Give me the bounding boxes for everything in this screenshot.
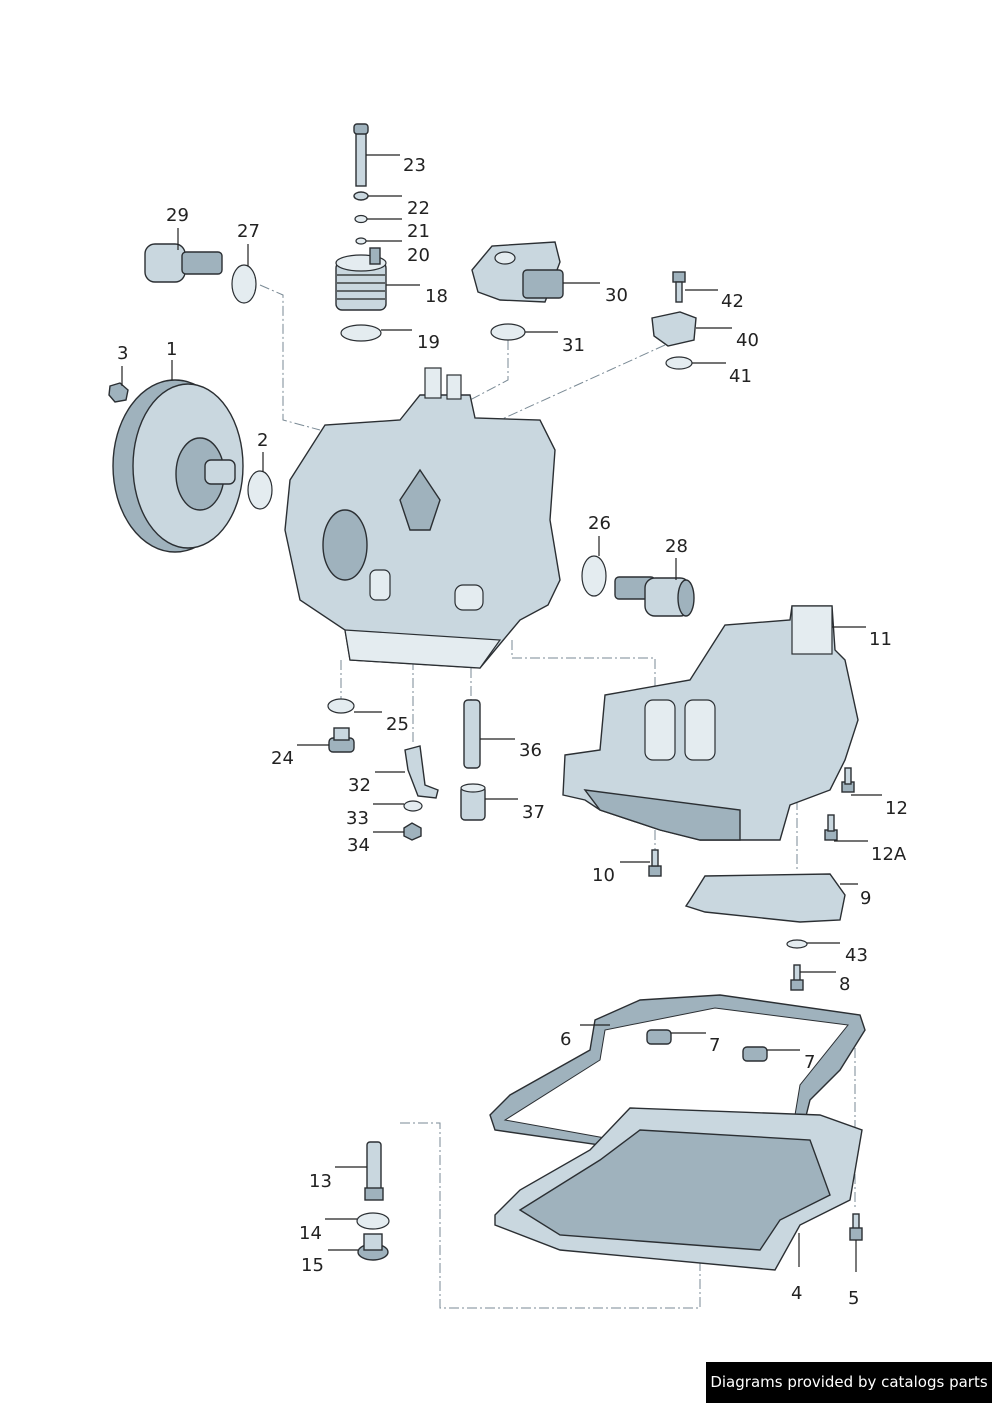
- callout-1: 1: [166, 339, 177, 360]
- callout-43: 43: [845, 945, 868, 966]
- part-11-mechatronic-unit[interactable]: [562, 605, 859, 841]
- callout-7-second: 7: [804, 1052, 815, 1073]
- part-7-magnet-2[interactable]: [742, 1046, 768, 1062]
- callout-6: 6: [560, 1029, 571, 1050]
- callout-2: 2: [257, 430, 268, 451]
- callout-10: 10: [592, 865, 615, 886]
- callout-33: 33: [346, 808, 369, 829]
- callout-26: 26: [588, 513, 611, 534]
- part-2-oil-seal[interactable]: [247, 470, 273, 510]
- callout-42: 42: [721, 291, 744, 312]
- part-18-oil-cooler[interactable]: [335, 247, 387, 311]
- part-19-seal[interactable]: [340, 324, 382, 342]
- callout-5: 5: [848, 1288, 859, 1309]
- callout-21: 21: [407, 221, 430, 242]
- callout-12: 12: [885, 798, 908, 819]
- part-22-washer[interactable]: [353, 191, 369, 201]
- part-12-bolt[interactable]: [841, 767, 855, 793]
- part-1-torque-converter[interactable]: [112, 379, 244, 553]
- part-42-bolt[interactable]: [672, 271, 686, 303]
- callout-labels: 23 22 21 20 18 19 29 27 30 31 42 40 41 3…: [117, 155, 908, 1309]
- part-34-nut[interactable]: [403, 822, 422, 841]
- callout-22: 22: [407, 198, 430, 219]
- transmission-housing: [284, 367, 561, 669]
- part-24-drain-plug[interactable]: [328, 727, 355, 753]
- callout-3: 3: [117, 343, 128, 364]
- callout-34: 34: [347, 835, 370, 856]
- callout-40: 40: [736, 330, 759, 351]
- part-23-bolt[interactable]: [353, 123, 369, 187]
- part-12a-bolt[interactable]: [824, 814, 838, 841]
- callout-25: 25: [386, 714, 409, 735]
- part-27-oil-seal[interactable]: [231, 264, 257, 304]
- callout-29: 29: [166, 205, 189, 226]
- part-9-filter[interactable]: [684, 873, 846, 923]
- part-26-oil-seal[interactable]: [581, 555, 607, 597]
- callout-41: 41: [729, 366, 752, 387]
- callout-19: 19: [417, 332, 440, 353]
- part-36-stud[interactable]: [463, 699, 481, 769]
- part-15-plug[interactable]: [357, 1233, 389, 1261]
- callout-7: 7: [709, 1035, 720, 1056]
- part-40-bracket[interactable]: [651, 311, 697, 347]
- part-13-pipe[interactable]: [364, 1141, 384, 1201]
- callout-23: 23: [403, 155, 426, 176]
- attribution-footer: Diagrams provided by catalogs parts: [706, 1362, 992, 1403]
- part-14-seal[interactable]: [356, 1212, 390, 1230]
- callout-12a: 12A: [871, 844, 907, 865]
- callout-13: 13: [309, 1171, 332, 1192]
- callout-32: 32: [348, 775, 371, 796]
- callout-14: 14: [299, 1223, 322, 1244]
- assembly-lines: [259, 284, 856, 1309]
- leader-lines: [121, 154, 882, 1272]
- part-29-flange-shaft[interactable]: [144, 243, 223, 283]
- part-30-range-sensor[interactable]: [471, 241, 564, 303]
- callout-8: 8: [839, 974, 850, 995]
- part-33-washer[interactable]: [403, 800, 423, 812]
- part-3-nut[interactable]: [108, 382, 129, 403]
- part-32-bracket[interactable]: [404, 745, 439, 799]
- callout-27: 27: [237, 221, 260, 242]
- callout-20: 20: [407, 245, 430, 266]
- part-43-washer[interactable]: [786, 939, 808, 949]
- callout-28: 28: [665, 536, 688, 557]
- part-25-seal[interactable]: [327, 698, 355, 714]
- callout-24: 24: [271, 748, 294, 769]
- part-37-sleeve[interactable]: [460, 783, 486, 821]
- callout-9: 9: [860, 888, 871, 909]
- part-8-bolt[interactable]: [790, 964, 804, 991]
- callout-31: 31: [562, 335, 585, 356]
- part-41-oring[interactable]: [665, 356, 693, 370]
- part-10-bolt[interactable]: [648, 849, 662, 877]
- callout-36: 36: [519, 740, 542, 761]
- part-31-seal[interactable]: [490, 323, 526, 341]
- part-5-bolt[interactable]: [849, 1213, 863, 1241]
- part-20-oring[interactable]: [355, 237, 367, 245]
- part-21-seal[interactable]: [354, 214, 368, 224]
- part-7-magnet[interactable]: [646, 1029, 672, 1045]
- callout-11: 11: [869, 629, 892, 650]
- part-28-flange-shaft[interactable]: [614, 576, 695, 617]
- callout-15: 15: [301, 1255, 324, 1276]
- callout-30: 30: [605, 285, 628, 306]
- part-4-oil-pan[interactable]: [494, 1107, 863, 1271]
- callout-4: 4: [791, 1283, 802, 1304]
- callout-37: 37: [522, 802, 545, 823]
- callout-18: 18: [425, 286, 448, 307]
